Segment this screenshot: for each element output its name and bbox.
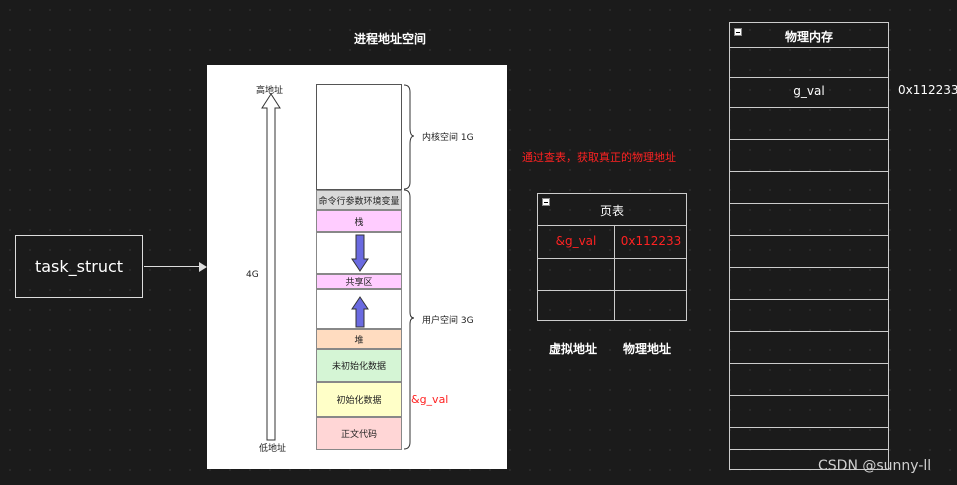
user-space-label: 用户空间 3G xyxy=(422,316,474,326)
diagram-title: 进程地址空间 xyxy=(353,32,426,46)
heap-grow-up-icon xyxy=(351,296,369,328)
kernel-space-label: 内核空间 1G xyxy=(422,133,474,143)
physical-address-label: 物理地址 xyxy=(623,342,672,356)
segment-heap: 堆 xyxy=(316,329,402,349)
segment-stack: 栈 xyxy=(316,210,402,232)
task-struct-box: task_struct xyxy=(15,235,143,298)
page-table: 页表 &g_val 0x112233 xyxy=(537,193,687,321)
physical-memory-title: 物理内存 xyxy=(784,30,833,44)
segment-text: 正文代码 xyxy=(316,417,402,450)
page-table-physical-cell: 0x112233 xyxy=(620,234,682,248)
segment-cmdline-env: 命令行参数环境变量 xyxy=(316,190,402,210)
page-table-title: 页表 xyxy=(599,204,624,218)
task-struct-label: task_struct xyxy=(34,257,124,276)
watermark: CSDN @sunny-ll xyxy=(818,458,932,474)
g-val-cell: g_val xyxy=(793,84,825,98)
g-val-address-label: &g_val xyxy=(411,393,449,406)
lookup-note: 通过查表，获取真正的物理地址 xyxy=(522,151,676,164)
physical-address-value: 0x112233 xyxy=(898,83,957,97)
low-address-label: 低地址 xyxy=(259,444,287,454)
virtual-address-label: 虚拟地址 xyxy=(549,342,598,356)
size-label: 4G xyxy=(246,270,259,280)
address-axis-arrow xyxy=(261,93,281,441)
collapse-icon[interactable] xyxy=(734,28,742,36)
physical-memory-table: 物理内存 g_val xyxy=(729,22,889,470)
task-struct-arrow-head xyxy=(199,262,207,272)
page-table-virtual-cell: &g_val xyxy=(555,234,597,248)
segment-data: 初始化数据 xyxy=(316,382,402,417)
segment-shared: 共享区 xyxy=(316,274,402,289)
segment-bss: 未初始化数据 xyxy=(316,349,402,382)
high-address-label: 高地址 xyxy=(256,86,284,96)
task-struct-arrow xyxy=(144,266,200,267)
space-braces xyxy=(403,84,415,450)
stack-grow-down-icon xyxy=(351,234,369,272)
kernel-space-block xyxy=(316,84,402,190)
collapse-icon[interactable] xyxy=(542,198,550,206)
